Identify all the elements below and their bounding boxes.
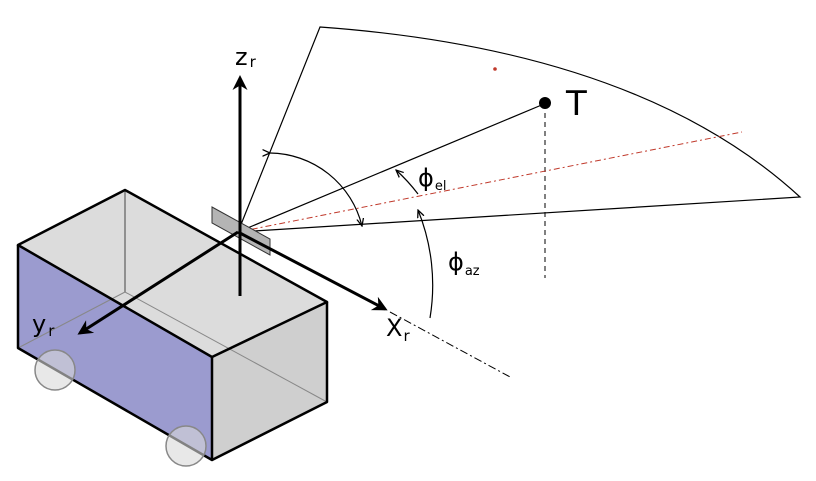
ground-projection-line [237,131,743,233]
target-line [237,103,545,233]
box-front-face [18,245,212,460]
front-left-wheel [34,349,76,391]
vehicle-box [16,188,329,462]
elevation-arc [396,170,419,195]
azimuth-arc [418,210,434,319]
azimuth-label: ϕaz [448,248,480,279]
red-marker-dot [493,67,497,71]
x-axis-extension [389,311,513,379]
front-right-wheel [165,425,207,467]
fov-span-arc [270,153,362,226]
x-axis-label: Xr [386,314,410,345]
target-point [539,97,551,109]
target-label: T [565,84,587,124]
y-axis-arrow [77,230,239,335]
box-right-face [212,302,327,460]
fov-boundary [237,26,802,233]
elevation-label: ϕel [418,164,446,194]
x-axis-arrow [237,230,388,311]
field-of-view-sector [237,26,802,233]
